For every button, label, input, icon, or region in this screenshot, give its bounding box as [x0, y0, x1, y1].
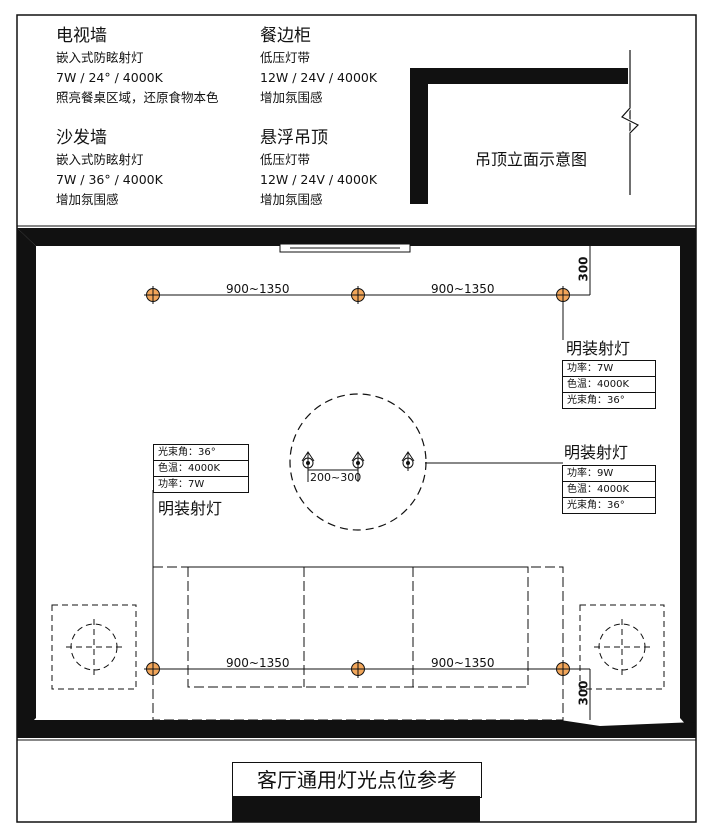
fixture-spec-row: 色温：4000K: [563, 377, 655, 393]
fixture-label-middle-right: 明装射灯: [564, 443, 629, 462]
spotlight-icon: [349, 286, 367, 304]
spec-line: 低压灯带: [260, 50, 311, 65]
spotlight-group: [144, 286, 572, 678]
room-walls: [17, 228, 696, 738]
fixture-label-left: 明装射灯: [158, 499, 223, 518]
spec-line: 增加氛围感: [56, 192, 119, 207]
dim-bottom-left: 900~1350: [226, 656, 290, 670]
spotlight-icon: [554, 286, 572, 304]
spec-line: 低压灯带: [260, 152, 311, 167]
spotlight-icon: [144, 660, 162, 678]
dim-bottom-offset: 300: [576, 680, 591, 706]
fixture-spec-table-middle-right: 功率：9W 色温：4000K 光束角：36°: [562, 465, 656, 514]
ceiling-elevation-sketch: [410, 50, 641, 204]
spotlight-icon: [349, 660, 367, 678]
spec-line: 嵌入式防眩射灯: [56, 50, 144, 65]
spec-title: 悬浮吊顶: [260, 128, 328, 148]
dim-top-offset: 300: [576, 256, 591, 282]
fixture-spec-row: 光束角：36°: [567, 500, 625, 511]
fixture-spec-row: 功率：9W: [563, 466, 655, 482]
spec-line: 7W / 24° / 4000K: [56, 70, 163, 85]
spec-title: 沙发墙: [56, 128, 107, 148]
spec-line: 12W / 24V / 4000K: [260, 172, 378, 187]
fixture-spec-table-left: 光束角：36° 色温：4000K 功率：7W: [153, 444, 249, 493]
spec-line: 增加氛围感: [260, 90, 323, 105]
fixture-spec-row: 光束角：36°: [567, 395, 625, 406]
spec-title: 电视墙: [56, 26, 107, 46]
spotlight-icon: [144, 286, 162, 304]
fixture-spec-row: 光束角：36°: [154, 445, 248, 461]
spec-tv-wall: 电视墙 嵌入式防眩射灯 7W / 24° / 4000K 照亮餐桌区域，还原食物…: [56, 24, 219, 108]
spec-line: 12W / 24V / 4000K: [260, 70, 378, 85]
directional-spotlight-icon: [301, 451, 315, 471]
spec-line: 增加氛围感: [260, 192, 323, 207]
spec-title: 餐边柜: [260, 26, 311, 46]
directional-spotlight-icon: [401, 451, 415, 471]
top-dimension-line: [153, 246, 591, 340]
bottom-dimension-line: [153, 668, 591, 720]
side-table-left: [51, 604, 137, 690]
drawing-caption: 客厅通用灯光点位参考: [232, 762, 482, 798]
fixture-spec-row: 色温：4000K: [154, 461, 248, 477]
center-ceiling-circle: [289, 393, 427, 531]
tv-wall-niche: [279, 243, 411, 253]
ceiling-elevation-label: 吊顶立面示意图: [475, 150, 588, 169]
side-table-right: [579, 604, 665, 690]
dim-center: 200~300: [310, 471, 362, 484]
spec-line: 照亮餐桌区域，还原食物本色: [56, 90, 219, 105]
spec-sofa-wall: 沙发墙 嵌入式防眩射灯 7W / 36° / 4000K 增加氛围感: [56, 126, 163, 210]
fixture-spec-row: 功率：7W: [158, 479, 205, 490]
fixture-spec-table-top-right: 功率：7W 色温：4000K 光束角：36°: [562, 360, 656, 409]
directional-spotlight-group: [301, 451, 415, 471]
fixture-spec-row: 功率：7W: [563, 361, 655, 377]
sofa-outline: [152, 566, 564, 721]
spotlight-icon: [554, 660, 572, 678]
spec-sideboard: 餐边柜 低压灯带 12W / 24V / 4000K 增加氛围感: [260, 24, 377, 108]
dim-top-left: 900~1350: [226, 282, 290, 296]
dim-top-right: 900~1350: [431, 282, 495, 296]
spec-floating-ceiling: 悬浮吊顶 低压灯带 12W / 24V / 4000K 增加氛围感: [260, 126, 377, 210]
fixture-spec-row: 色温：4000K: [563, 482, 655, 498]
spec-line: 7W / 36° / 4000K: [56, 172, 163, 187]
directional-spotlight-icon: [351, 451, 365, 471]
caption-underline-bar: [232, 796, 480, 822]
fixture-label-top-right: 明装射灯: [566, 339, 631, 358]
dim-bottom-right: 900~1350: [431, 656, 495, 670]
spec-line: 嵌入式防眩射灯: [56, 152, 144, 167]
